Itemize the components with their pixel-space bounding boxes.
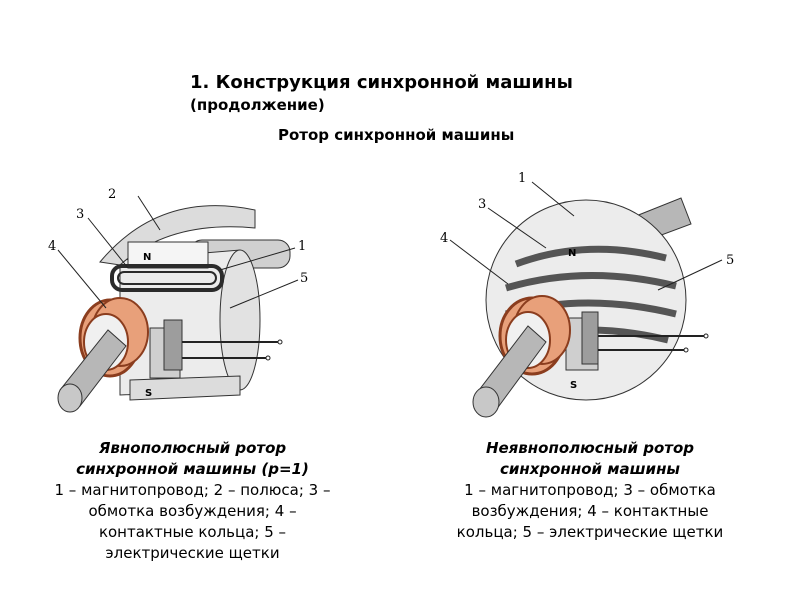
caption-legend-line-3: контактные кольца; 5 – [98,523,287,541]
pole-n-label: N [143,252,151,263]
leader-3 [487,207,547,249]
leader-5 [229,279,299,309]
label-3: 3 [478,197,486,212]
pole-s-label: S [145,388,152,399]
pole-n-label: N [568,248,576,259]
terminal-upper [277,339,283,345]
non-salient-rotor-drawing: N S 1 3 4 5 [440,171,734,418]
section-title: Ротор синхронной машины [278,126,515,144]
leader-3 [87,217,129,269]
field-winding [110,264,224,292]
non-salient-rotor-figure: N S 1 3 4 5 [436,168,756,430]
caption-legend-line-2: обмотка возбуждения; 4 – [88,502,297,520]
terminal-upper [703,333,709,339]
caption-legend-line-2: возбуждения; 4 – контактные [471,502,709,520]
salient-pole-caption: Явнополюсный ротор синхронной машины (р=… [20,438,365,564]
pole-body [127,241,209,269]
leader-4 [449,239,509,285]
field-winding-inner [117,271,217,285]
leader-1 [531,181,575,217]
caption-title-line-1: Явнополюсный ротор [98,439,287,457]
slide-title: 1. Конструкция синхронной машины [190,72,573,93]
label-4: 4 [48,239,56,254]
label-2: 2 [108,187,116,202]
winding-slot-1 [514,245,667,268]
lower-pole [129,375,241,401]
terminal-lower [683,347,689,353]
label-1: 1 [298,239,306,254]
terminal-lower [265,355,271,361]
caption-legend-line-3: кольца; 5 – электрические щетки [456,523,724,541]
leader-1 [219,247,296,271]
caption-legend-line-1: 1 – магнитопровод; 2 – полюса; 3 – [54,481,331,499]
label-5: 5 [300,271,308,286]
label-1: 1 [518,171,526,186]
caption-title-line-2: синхронной машины [500,460,680,478]
caption-title-line-2: синхронной машины (р=1) [76,460,309,478]
caption-title-line-1: Неявнополюсный ротор [485,439,695,457]
non-salient-caption: Неявнополюсный ротор синхронной машины 1… [410,438,770,543]
salient-pole-rotor-figure: N S 2 3 4 1 5 [40,180,340,430]
pole-s-label: S [570,380,577,391]
slide-subtitle: (продолжение) [190,96,325,114]
label-5: 5 [726,253,734,268]
caption-legend-line-4: электрические щетки [105,544,280,562]
winding-slot-2 [504,272,677,292]
brush [581,311,599,365]
label-3: 3 [76,207,84,222]
leader-5 [657,259,723,291]
salient-pole-rotor-drawing: N S 2 3 4 1 5 [48,187,308,413]
leader-4 [57,249,107,309]
brush [163,319,183,371]
core-end-face [219,249,261,391]
leader-2 [137,195,161,231]
shaft-end [472,386,500,418]
shaft-end [57,383,83,413]
caption-legend-line-1: 1 – магнитопровод; 3 – обмотка [464,481,716,499]
label-4: 4 [440,231,448,246]
